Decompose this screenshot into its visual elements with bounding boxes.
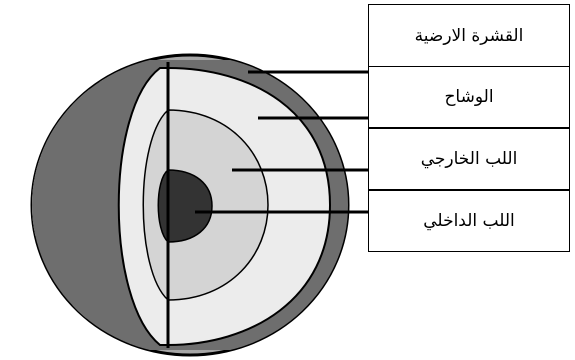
label-inner-core: اللب الداخلي [368, 190, 570, 252]
label-crust: القشرة الارضية [368, 4, 570, 68]
label-outer-core: اللب الخارجي [368, 128, 570, 190]
label-mantle: الوشاح [368, 66, 570, 128]
